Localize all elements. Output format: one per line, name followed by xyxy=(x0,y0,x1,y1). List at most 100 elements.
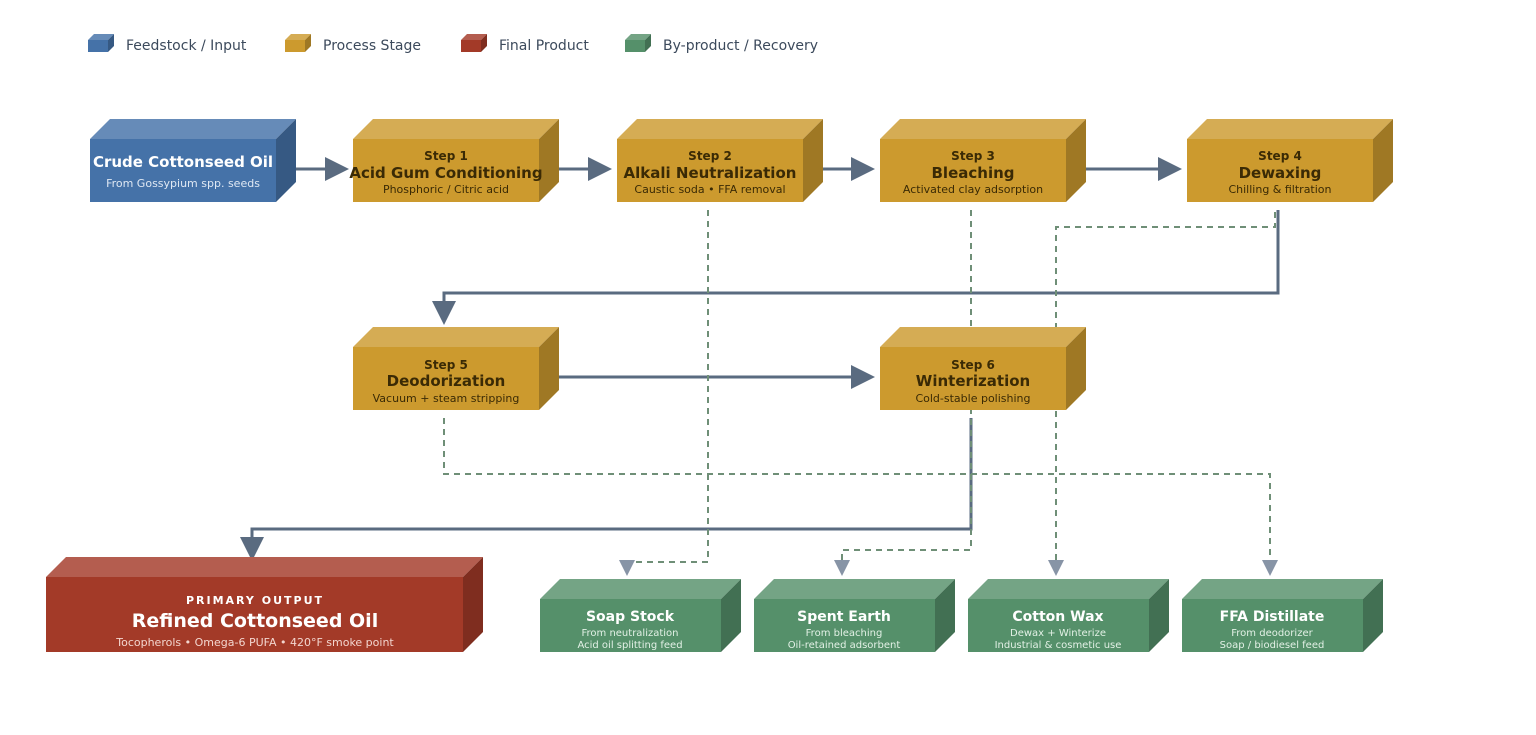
step-4-subtitle: Chilling & filtration xyxy=(1228,183,1331,196)
box-front-face xyxy=(1187,139,1373,202)
byproduct-2-shape xyxy=(754,579,955,652)
box-side-face xyxy=(305,34,311,52)
step-1-title: Acid Gum Conditioning xyxy=(349,164,542,182)
byproduct-1-title: Soap Stock xyxy=(586,609,675,625)
box-side-face xyxy=(1066,119,1086,202)
box-side-face xyxy=(1373,119,1393,202)
box-top-face xyxy=(968,579,1169,599)
box-front-face xyxy=(88,40,108,52)
step-5-title: Deodorization xyxy=(387,372,506,390)
legend-item-feedstock: Feedstock / Input xyxy=(88,34,247,54)
step-2-subtitle: Caustic soda • FFA removal xyxy=(634,183,785,196)
box-side-face xyxy=(1066,327,1086,410)
step-1-subtitle: Phosphoric / Citric acid xyxy=(383,183,509,196)
box-top-face xyxy=(617,119,823,139)
output-box-refined-oil: PRIMARY OUTPUT Refined Cottonseed Oil To… xyxy=(46,557,483,652)
step-6-number: Step 6 xyxy=(951,358,995,372)
output-title: Refined Cottonseed Oil xyxy=(132,610,378,632)
legend-item-byproduct: By-product / Recovery xyxy=(625,34,818,54)
step-box-2: Step 2 Alkali Neutralization Caustic sod… xyxy=(617,119,823,202)
step-2-shape xyxy=(617,119,823,202)
box-side-face xyxy=(539,327,559,410)
legend-item-process: Process Stage xyxy=(285,34,421,54)
box-side-face xyxy=(645,34,651,52)
byproduct-3-line2: Industrial & cosmetic use xyxy=(995,640,1122,651)
box-front-face xyxy=(625,40,645,52)
step-6-title: Winterization xyxy=(916,372,1030,390)
flow-step6-to-output xyxy=(240,418,973,561)
input-box-crude-oil: Crude Cottonseed Oil From Gossypium spp.… xyxy=(90,119,296,202)
legend-swatch-byproduct xyxy=(625,34,651,52)
box-side-face xyxy=(935,579,955,652)
legend-swatch-process xyxy=(285,34,311,52)
box-front-face xyxy=(880,347,1066,410)
byproduct-2-title: Spent Earth xyxy=(797,609,891,625)
box-side-face xyxy=(276,119,296,202)
step-box-4: Step 4 Dewaxing Chilling & filtration xyxy=(1187,119,1393,202)
box-front-face xyxy=(1182,599,1363,652)
step-box-1: Step 1 Acid Gum Conditioning Phosphoric … xyxy=(349,119,559,202)
output-box-shape xyxy=(46,557,483,652)
box-front-face xyxy=(617,139,803,202)
box-front-face xyxy=(754,599,935,652)
box-top-face xyxy=(353,119,559,139)
byproduct-1-shape xyxy=(540,579,741,652)
byproduct-connectors xyxy=(443,210,1278,576)
box-top-face xyxy=(540,579,741,599)
step-1-shape xyxy=(353,119,559,202)
box-side-face xyxy=(721,579,741,652)
step-4-title: Dewaxing xyxy=(1239,164,1322,182)
box-side-face xyxy=(108,34,114,52)
byflow-step5-to-ffa-distillate xyxy=(443,418,1278,576)
box-top-face xyxy=(90,119,296,139)
byproduct-1-line1: From neutralization xyxy=(581,628,678,639)
byproduct-3-title: Cotton Wax xyxy=(1012,609,1103,625)
step-box-3: Step 3 Bleaching Activated clay adsorpti… xyxy=(880,119,1086,202)
byflow-step2-to-soap-stock xyxy=(619,210,709,576)
step-3-number: Step 3 xyxy=(951,149,995,163)
box-front-face xyxy=(353,139,539,202)
box-top-face xyxy=(754,579,955,599)
legend-label-feedstock: Feedstock / Input xyxy=(126,38,247,54)
step-2-number: Step 2 xyxy=(688,149,732,163)
step-3-shape xyxy=(880,119,1086,202)
step-box-5: Step 5 Deodorization Vacuum + steam stri… xyxy=(353,327,559,410)
byproduct-3-shape xyxy=(968,579,1169,652)
input-subtitle: From Gossypium spp. seeds xyxy=(106,177,260,190)
box-top-face xyxy=(285,34,311,40)
legend-swatch-final xyxy=(461,34,487,52)
byproduct-1-line2: Acid oil splitting feed xyxy=(577,640,682,651)
step-5-subtitle: Vacuum + steam stripping xyxy=(373,392,520,405)
step-3-subtitle: Activated clay adsorption xyxy=(903,183,1043,196)
step-2-title: Alkali Neutralization xyxy=(624,164,797,182)
box-side-face xyxy=(1363,579,1383,652)
legend-label-final: Final Product xyxy=(499,38,589,54)
output-subtitle: Tocopherols • Omega-6 PUFA • 420°F smoke… xyxy=(115,636,394,649)
step-6-subtitle: Cold-stable polishing xyxy=(915,392,1030,405)
box-top-face xyxy=(461,34,487,40)
box-side-face xyxy=(803,119,823,202)
byproduct-box-ffa-distillate: FFA Distillate From deodorizer Soap / bi… xyxy=(1182,579,1383,652)
box-front-face xyxy=(968,599,1149,652)
box-front-face xyxy=(90,139,276,202)
box-side-face xyxy=(481,34,487,52)
box-front-face xyxy=(285,40,305,52)
byproduct-box-spent-earth: Spent Earth From bleaching Oil-retained … xyxy=(754,579,955,652)
box-front-face xyxy=(461,40,481,52)
byproduct-3-line1: Dewax + Winterize xyxy=(1010,628,1106,639)
step-box-6: Step 6 Winterization Cold-stable polishi… xyxy=(880,327,1086,410)
box-front-face xyxy=(353,347,539,410)
legend-label-process: Process Stage xyxy=(323,38,421,54)
box-top-face xyxy=(46,557,483,577)
step-5-shape xyxy=(353,327,559,410)
byproduct-4-title: FFA Distillate xyxy=(1220,609,1325,625)
step-3-title: Bleaching xyxy=(932,164,1015,182)
input-title: Crude Cottonseed Oil xyxy=(93,153,273,171)
byproduct-box-cotton-wax: Cotton Wax Dewax + Winterize Industrial … xyxy=(968,579,1169,652)
byproduct-4-line2: Soap / biodiesel feed xyxy=(1220,640,1325,651)
box-front-face xyxy=(880,139,1066,202)
step-5-number: Step 5 xyxy=(424,358,468,372)
legend-swatch-feedstock xyxy=(88,34,114,52)
input-box-shape xyxy=(90,119,296,202)
box-front-face xyxy=(540,599,721,652)
